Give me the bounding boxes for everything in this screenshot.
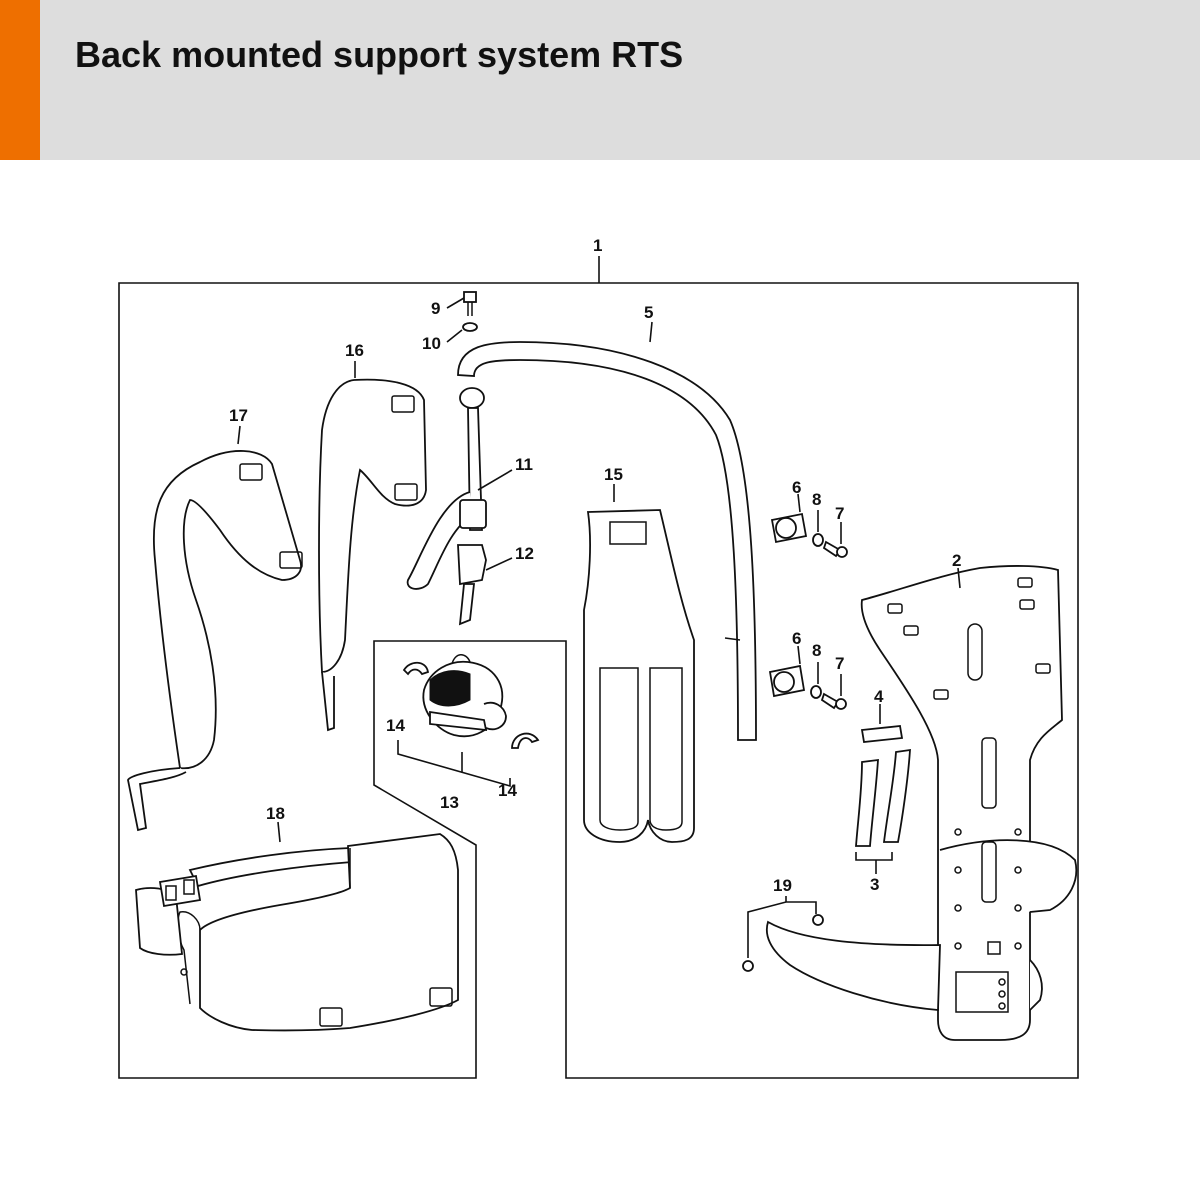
label-part-8-upper: 8 [812, 490, 821, 509]
label-part-10: 10 [422, 334, 441, 353]
label-part-19: 19 [773, 876, 792, 895]
part-9-screw [446, 291, 477, 316]
label-part-14-left: 14 [386, 716, 405, 735]
label-part-7-lower: 7 [835, 654, 844, 673]
part-6-clamp-upper [770, 493, 808, 544]
part-8-washer-upper [812, 510, 824, 547]
label-part-6-lower: 6 [792, 629, 801, 648]
part-4-label [860, 704, 904, 743]
header-accent-stripe [0, 0, 40, 160]
label-part-13: 13 [440, 793, 459, 812]
part-14-retaining-ring-left [402, 661, 430, 676]
label-part-17: 17 [229, 406, 248, 425]
part-18-hip-belt [135, 821, 459, 1032]
part-2-back-plate [766, 565, 1078, 1041]
part-14-retaining-ring-right [511, 732, 540, 749]
part-11-strap-buckle [406, 387, 513, 590]
label-part-15: 15 [604, 465, 623, 484]
part-16-shoulder-strap [318, 361, 427, 732]
label-part-18: 18 [266, 804, 285, 823]
label-part-12: 12 [515, 544, 534, 563]
label-part-16: 16 [345, 341, 364, 360]
label-part-11: 11 [515, 455, 533, 474]
part-15-back-pad [583, 484, 695, 843]
part-3-strips [855, 748, 911, 874]
part-12-buckle [457, 544, 513, 626]
header-bar: Back mounted support system RTS [0, 0, 1200, 160]
page-title: Back mounted support system RTS [75, 34, 684, 75]
label-part-5: 5 [644, 303, 653, 322]
label-part-1: 1 [593, 236, 602, 255]
label-part-2: 2 [952, 551, 961, 570]
label-part-9: 9 [431, 299, 440, 318]
label-part-3: 3 [870, 875, 879, 894]
part-7-screw-upper [822, 522, 848, 558]
part-6-clamp-lower [768, 645, 806, 698]
part-5-carrier-tube [457, 321, 757, 741]
label-part-7-upper: 7 [835, 504, 844, 523]
part-7-screw-lower [820, 674, 847, 710]
label-part-8-lower: 8 [812, 641, 821, 660]
assembly-frame [118, 282, 1079, 1079]
part-13-coupling [397, 654, 511, 788]
label-part-6-upper: 6 [792, 478, 801, 497]
part-8-washer-lower [810, 662, 822, 699]
part-19-screws [742, 896, 824, 972]
part-10-washer [446, 322, 478, 343]
part-17-shoulder-strap [127, 425, 303, 832]
label-part-14-right: 14 [498, 781, 517, 800]
label-part-4: 4 [874, 687, 884, 706]
